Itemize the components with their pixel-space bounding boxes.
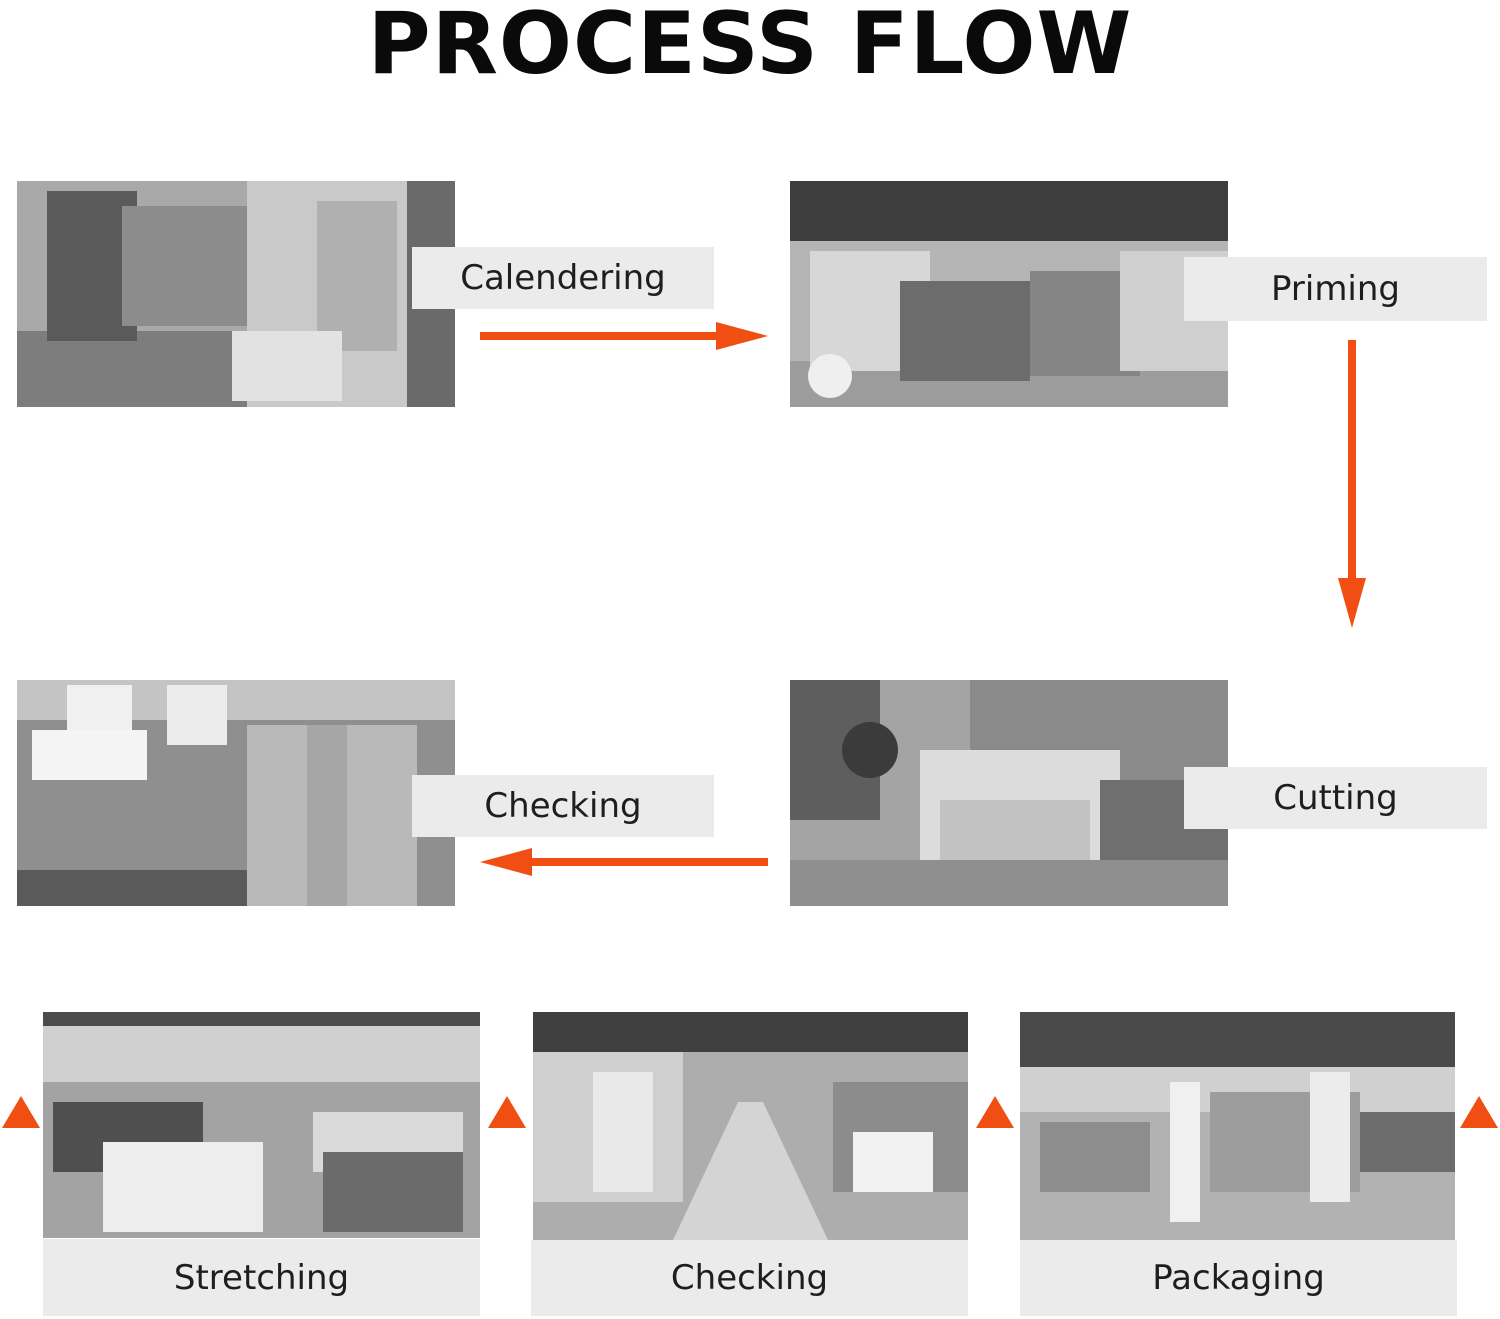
arrow-right-icon [480,320,770,352]
step-label-priming: Priming [1184,257,1487,321]
step-label-cutting: Cutting [1184,767,1487,829]
checking-workshop-photo [533,1012,968,1240]
arrow-up-icon [976,1096,1014,1128]
step-label-packaging: Packaging [1020,1240,1457,1316]
step-label-stretching: Stretching [43,1239,480,1316]
stretching-photo [43,1012,480,1238]
step-label-checking: Checking [412,775,714,837]
calendering-photo [17,181,455,407]
arrow-down-icon [1336,340,1368,630]
arrow-up-icon [488,1096,526,1128]
priming-photo [790,181,1228,407]
arrow-up-icon [1460,1096,1498,1128]
step-label-calendering: Calendering [412,247,714,309]
checking-stacks-photo [17,680,455,906]
arrow-up-icon [2,1096,40,1128]
step-label-checking-workshop: Checking [531,1240,968,1316]
cutting-photo [790,680,1228,906]
arrow-left-icon [478,846,768,878]
page-title: PROCESS FLOW [367,0,1133,94]
packaging-photo [1020,1012,1455,1240]
